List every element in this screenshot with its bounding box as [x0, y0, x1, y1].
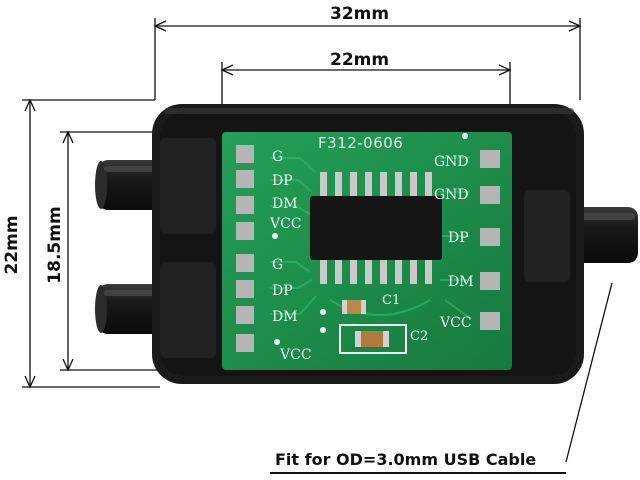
component-label-c2: C2 [410, 329, 429, 344]
right-pad-label-4: DM [448, 274, 474, 290]
left-pad-label-6: DP [272, 283, 293, 299]
cable-fit-caption: Fit for OD=3.0mm USB Cable [275, 450, 537, 469]
left-pad-label-8: VCC [280, 347, 312, 363]
capacitor-c1 [345, 300, 363, 314]
right-pad-label-3: DP [448, 230, 469, 246]
right-pad-label-1: GND [434, 154, 469, 170]
ic-chip [310, 196, 442, 260]
pcb-part-number: F312-0606 [318, 134, 404, 152]
right-pad-label-5: VCC [440, 315, 472, 331]
pcb-board [222, 132, 512, 370]
dim-width-inner: 22mm [330, 50, 390, 70]
right-pads [480, 150, 500, 330]
left-pads [236, 145, 254, 352]
right-pad-label-2: GND [434, 187, 469, 203]
caption-underline [270, 472, 566, 474]
left-pad-label-1: G [272, 149, 284, 165]
dimension-lines [22, 18, 613, 463]
dim-width-outer: 32mm [330, 4, 390, 24]
left-pad-label-2: DP [272, 173, 293, 189]
dim-height-outer: 22mm [2, 215, 22, 275]
chip-pins [320, 172, 432, 284]
dim-height-inner: 18.5mm [45, 206, 65, 284]
component-label-c1: C1 [382, 293, 401, 308]
left-pad-label-5: G [272, 257, 284, 273]
capacitor-c2-outline [339, 324, 407, 354]
left-pad-label-3: DM [272, 196, 298, 212]
capacitor-c2 [360, 331, 384, 347]
left-pad-label-7: DM [272, 309, 298, 325]
left-pad-label-4: VCC [270, 216, 302, 232]
